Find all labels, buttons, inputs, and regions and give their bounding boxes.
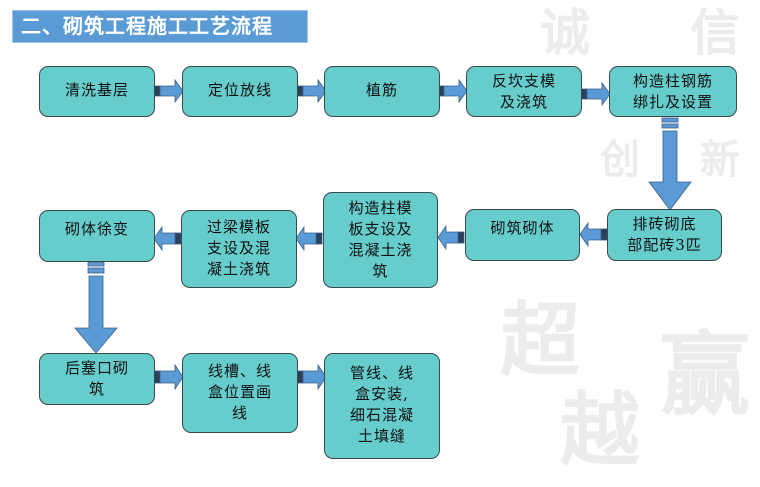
arrow-right-1-2 — [153, 78, 184, 104]
arrow-left-9-10 — [153, 225, 182, 252]
arrow-left-6-7 — [579, 221, 608, 248]
step-label: 后塞口砌 筑 — [64, 359, 129, 398]
step-label: 反坎支模 及浇筑 — [491, 72, 556, 111]
step-4-box: 反坎支模 及浇筑 — [466, 66, 582, 117]
step-label: 排砖砌底 部配砖3匹 — [627, 215, 702, 254]
arrow-down-5-6 — [648, 117, 692, 211]
watermark-char-4: 新 — [700, 136, 740, 183]
step-label: 砌筑砌体 — [490, 219, 555, 237]
step-label: 植筋 — [365, 81, 398, 99]
step-label: 定位放线 — [207, 81, 272, 99]
step-label: 管线、线 盒安装, 细石混凝 土填缝 — [349, 364, 414, 445]
step-5-box: 构造柱钢筋 绑扎及设置 — [609, 66, 737, 117]
arrow-right-12-13 — [296, 363, 327, 391]
watermark-char-2: 信 — [690, 3, 740, 62]
page-title: 二、砌筑工程施工工艺流程 — [12, 10, 308, 43]
step-3-box: 植筋 — [324, 66, 440, 117]
watermark-char-6: 越 — [560, 383, 640, 477]
arrow-right-2-3 — [296, 78, 327, 104]
step-9-box: 过梁模板 支设及混 凝土浇筑 — [181, 210, 297, 288]
step-13-box: 管线、线 盒安装, 细石混凝 土填缝 — [324, 353, 440, 459]
watermark-char-1: 诚 — [540, 3, 590, 62]
step-7-box: 砌筑砌体 — [465, 209, 580, 261]
step-label: 线槽、线 盒位置画 线 — [207, 362, 272, 422]
arrow-left-7-8 — [437, 224, 465, 251]
step-6-box: 排砖砌底 部配砖3匹 — [607, 209, 722, 261]
arrow-left-8-9 — [295, 225, 323, 252]
arrow-down-10-11 — [74, 261, 118, 354]
step-label: 清洗基层 — [64, 81, 129, 99]
watermark-char-3: 创 — [600, 136, 640, 183]
arrow-right-4-5 — [580, 81, 611, 107]
step-12-box: 线槽、线 盒位置画 线 — [182, 353, 298, 433]
watermark-char-7: 赢 — [660, 322, 750, 428]
step-1-box: 清洗基层 — [39, 66, 155, 117]
step-label: 构造柱钢筋 绑扎及设置 — [632, 72, 713, 111]
step-11-box: 后塞口砌 筑 — [39, 353, 155, 405]
step-10-box: 砌体徐变 — [39, 210, 155, 262]
step-2-box: 定位放线 — [182, 66, 298, 117]
watermark-char-5: 超 — [500, 293, 580, 387]
step-label: 构造柱模 板支设及 混凝土浇 筑 — [348, 199, 413, 280]
arrow-right-3-4 — [437, 78, 468, 104]
arrow-right-11-12 — [153, 363, 184, 391]
step-8-box: 构造柱模 板支设及 混凝土浇 筑 — [323, 192, 438, 288]
step-label: 过梁模板 支设及混 凝土浇筑 — [206, 218, 271, 278]
step-label: 砌体徐变 — [64, 220, 129, 238]
